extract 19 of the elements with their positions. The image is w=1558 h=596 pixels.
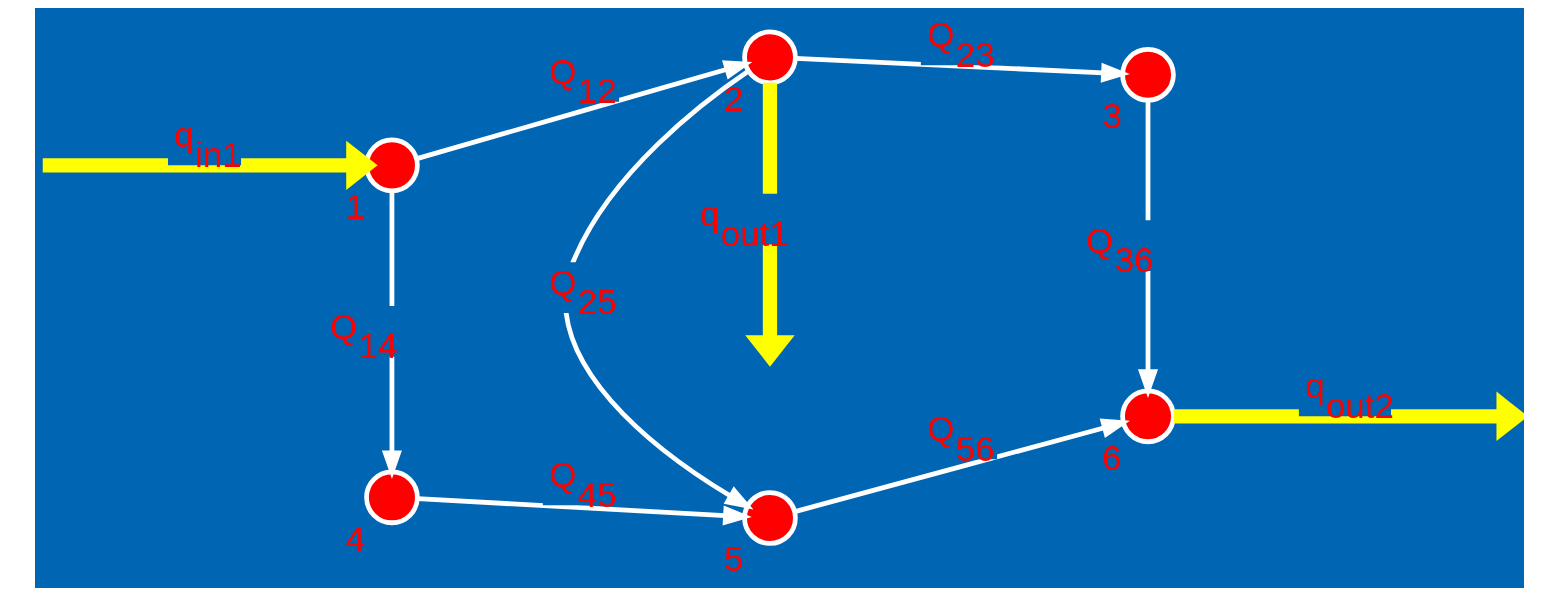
node-label: 5 [723, 539, 743, 579]
node-label: 1 [345, 186, 365, 226]
node-label: 6 [1101, 437, 1121, 477]
arrow [416, 496, 752, 526]
node-label: 4 [345, 518, 365, 558]
node-circle [363, 137, 420, 194]
arrow [793, 418, 1130, 514]
arrow [563, 69, 753, 510]
arrow [42, 140, 378, 191]
node-circle [741, 490, 798, 546]
node-circle [1119, 388, 1176, 445]
node-label: 2 [723, 78, 743, 118]
arrow [415, 60, 752, 161]
node-label: 3 [1102, 96, 1122, 136]
node-circle [1119, 47, 1176, 103]
arrow [794, 56, 1130, 83]
arrow [1173, 391, 1524, 442]
node-circle [741, 29, 798, 86]
node-circle [363, 469, 420, 526]
